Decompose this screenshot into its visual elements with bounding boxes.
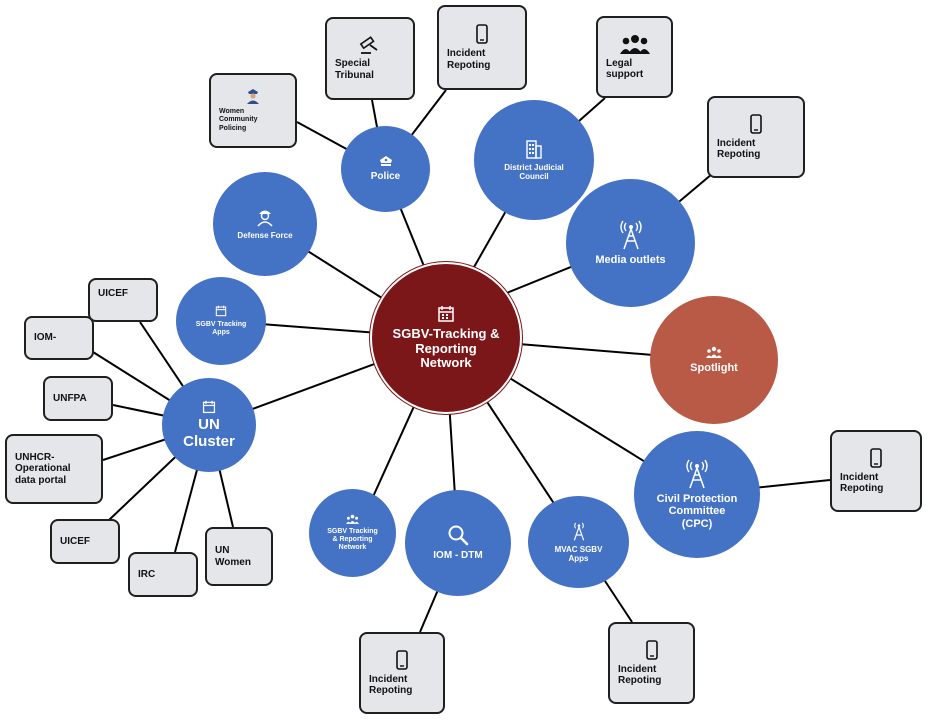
un-women-label: UN Women xyxy=(215,545,251,568)
iom-incident-label: Incident Repoting xyxy=(369,673,413,697)
calendar-icon xyxy=(215,305,227,317)
gavel-icon xyxy=(359,36,378,54)
box-unhcr-operational-data-portal[interactable]: UNHCR- Operational data portal xyxy=(5,434,103,504)
node-district-judicial-council[interactable]: District Judicial Council xyxy=(474,100,594,220)
node-spotlight[interactable]: Spotlight xyxy=(650,296,778,424)
radio-tower-icon xyxy=(573,522,584,541)
box-special-tribunal[interactable]: Special Tribunal xyxy=(325,17,415,100)
node-mvac-sgbv-apps[interactable]: MVAC SGBV Apps xyxy=(528,496,629,588)
box-iom-incident-repoting[interactable]: Incident Repoting xyxy=(359,632,445,714)
box-unfpa[interactable]: UNFPA xyxy=(43,376,113,421)
sgbv-network-label: SGBV Tracking & Reporting Network xyxy=(327,527,378,552)
uicef-top-label: UICEF xyxy=(98,288,128,299)
unfpa-label: UNFPA xyxy=(53,392,87,404)
box-media-incident-repoting[interactable]: Incident Repoting xyxy=(707,96,805,178)
special-tribunal-label: Special Tribunal xyxy=(335,58,374,81)
box-uicef-top[interactable]: UICEF xyxy=(88,278,158,322)
phone-icon xyxy=(476,24,488,44)
node-civil-protection-committee[interactable]: Civil Protection Committee (CPC) xyxy=(634,431,760,558)
mvac-label: MVAC SGBV Apps xyxy=(554,544,603,563)
district-judicial-label: District Judicial Council xyxy=(504,162,564,181)
box-cpc-incident-repoting[interactable]: Incident Repoting xyxy=(830,430,922,512)
group-icon xyxy=(706,346,722,358)
radio-tower-icon xyxy=(686,459,708,488)
soldier-icon xyxy=(257,210,273,227)
defense-force-label: Defense Force xyxy=(237,231,293,241)
node-un-cluster[interactable]: UN Cluster xyxy=(162,378,256,472)
media-incident-label: Incident Repoting xyxy=(717,137,761,161)
iom-dtm-label: IOM - DTM xyxy=(433,550,483,562)
police-label: Police xyxy=(370,171,401,183)
phone-icon xyxy=(750,113,762,134)
police-hat-icon xyxy=(379,156,392,167)
calendar-icon xyxy=(202,400,216,413)
un-cluster-label: UN Cluster xyxy=(183,415,235,450)
node-sgbv-tracking-reporting-network[interactable]: SGBV Tracking & Reporting Network xyxy=(309,489,396,577)
calendar-icon xyxy=(438,305,454,322)
building-icon xyxy=(526,140,542,159)
hub-sgbv-tracking-network[interactable]: SGBV-Tracking & Reporting Network xyxy=(370,262,522,414)
node-iom-dtm[interactable]: IOM - DTM xyxy=(405,490,511,596)
box-un-women[interactable]: UN Women xyxy=(205,527,273,586)
search-icon xyxy=(448,525,469,546)
radio-tower-icon xyxy=(619,220,642,249)
box-women-community-policing[interactable]: Women Community Policing xyxy=(209,73,297,148)
phone-icon xyxy=(870,447,882,468)
wcp-label: Women Community Policing xyxy=(219,108,258,132)
node-sgbv-tracking-apps[interactable]: SGBV Tracking Apps xyxy=(176,277,266,365)
node-defense-force[interactable]: Defense Force xyxy=(213,172,317,276)
node-police[interactable]: Police xyxy=(341,126,430,212)
people-icon xyxy=(619,34,650,54)
legal-support-label: Legal support xyxy=(606,57,644,81)
box-police-incident-repoting[interactable]: Incident Repoting xyxy=(437,5,527,90)
box-legal-support[interactable]: Legal support xyxy=(596,16,673,98)
node-media-outlets[interactable]: Media outlets xyxy=(566,179,695,307)
cpc-label: Civil Protection Committee (CPC) xyxy=(656,492,738,530)
box-uicef-bottom[interactable]: UICEF xyxy=(50,519,120,564)
spotlight-label: Spotlight xyxy=(690,361,738,374)
police-incident-label: Incident Repoting xyxy=(447,48,491,71)
hub-label: SGBV-Tracking & Reporting Network xyxy=(392,325,500,371)
cpc-incident-label: Incident Repoting xyxy=(840,471,884,495)
box-mvac-incident-repoting[interactable]: Incident Repoting xyxy=(608,622,695,704)
phone-icon xyxy=(645,639,658,660)
police-officer-icon xyxy=(247,89,259,105)
group-icon xyxy=(346,514,359,524)
box-iom[interactable]: IOM- xyxy=(24,316,94,360)
unhcr-label: UNHCR- Operational data portal xyxy=(15,451,71,486)
uicef-bottom-label: UICEF xyxy=(60,535,90,547)
mvac-incident-label: Incident Repoting xyxy=(618,663,662,687)
iom-label: IOM- xyxy=(34,332,57,344)
irc-label: IRC xyxy=(138,568,156,580)
sgbv-apps-label: SGBV Tracking Apps xyxy=(195,320,247,336)
box-irc[interactable]: IRC xyxy=(128,552,198,597)
media-outlets-label: Media outlets xyxy=(595,253,666,266)
phone-icon xyxy=(396,649,408,670)
